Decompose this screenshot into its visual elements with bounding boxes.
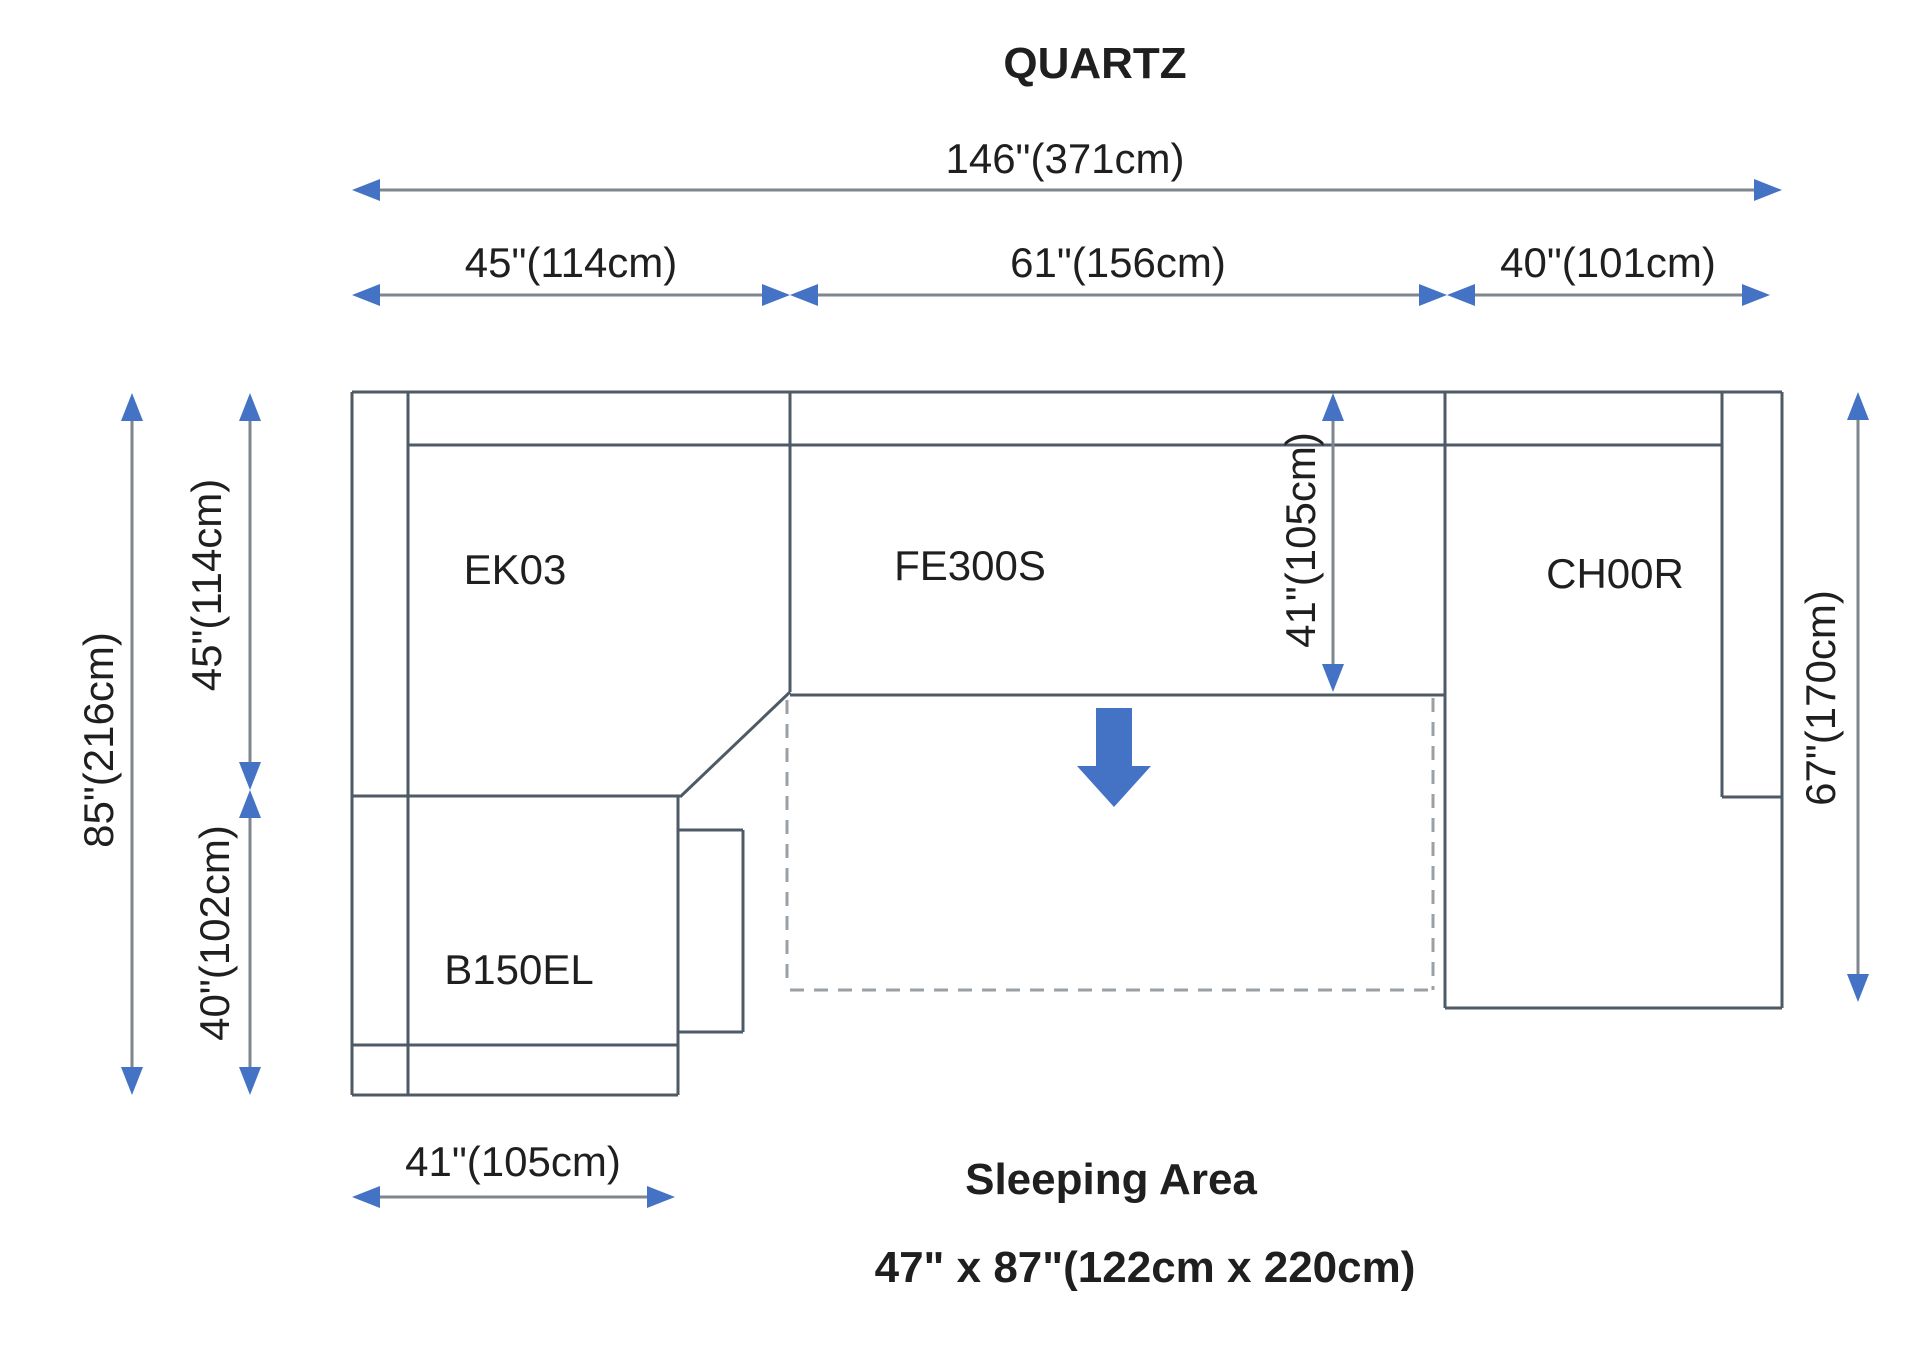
dim-label-total-depth: 85"(216cm) [74, 632, 122, 848]
dim-label-seat-depth: 41"(105cm) [1276, 432, 1324, 648]
arrowhead-icon [1847, 974, 1869, 1002]
arrowhead-icon [1847, 392, 1869, 420]
dim-label-ek03-width: 45"(114cm) [464, 238, 678, 286]
sleeping-area-dashed-outline [785, 698, 1435, 992]
sleeping-area-label: Sleeping Area [965, 1154, 1257, 1204]
dimension-arrowheads [121, 179, 1869, 1208]
dimension-lines [130, 188, 1860, 1199]
arrowhead-icon [790, 284, 818, 306]
section-label-ek03: EK03 [463, 545, 567, 593]
dim-label-ch00r-width: 40"(101cm) [1500, 238, 1716, 286]
arrowhead-icon [647, 1186, 675, 1208]
sleeping-area-size: 47" x 87"(122cm x 220cm) [874, 1242, 1416, 1292]
arrowhead-icon [762, 284, 790, 306]
arrowhead-icon [1322, 664, 1344, 692]
arrowhead-icon [1419, 284, 1447, 306]
section-label-ch00r: CH00R [1546, 549, 1684, 597]
dim-label-b150el-depth: 40"(102cm) [190, 825, 238, 1041]
arrowhead-icon [352, 179, 380, 201]
dim-label-total-width: 146"(371cm) [945, 134, 1185, 182]
sofa-outline [350, 390, 1784, 1097]
arrowhead-icon [239, 790, 261, 818]
arrowhead-icon [352, 1186, 380, 1208]
arrowhead-icon [1322, 393, 1344, 421]
dim-label-fe300s-width: 61"(156cm) [1010, 238, 1226, 286]
arrowhead-icon [352, 284, 380, 306]
corner-diagonal-edge [678, 690, 792, 799]
dim-label-ch00r-depth: 67"(170cm) [1796, 590, 1844, 806]
section-label-fe300s: FE300S [894, 541, 1046, 589]
pull-out-direction-arrow-icon [1077, 708, 1151, 807]
section-label-b150el: B150EL [444, 945, 594, 993]
arrowhead-icon [239, 762, 261, 790]
arrowhead-icon [1754, 179, 1782, 201]
arrowhead-icon [239, 393, 261, 421]
arrowhead-icon [1447, 284, 1475, 306]
diagram-title: QUARTZ [1003, 38, 1187, 88]
dim-label-b150el-width: 41"(105cm) [405, 1137, 621, 1185]
arrowhead-icon [1742, 284, 1770, 306]
arrowhead-icon [239, 1067, 261, 1095]
arrowhead-icon [121, 1067, 143, 1095]
arrowhead-icon [121, 393, 143, 421]
dim-label-ek03-depth: 45"(114cm) [182, 478, 230, 692]
